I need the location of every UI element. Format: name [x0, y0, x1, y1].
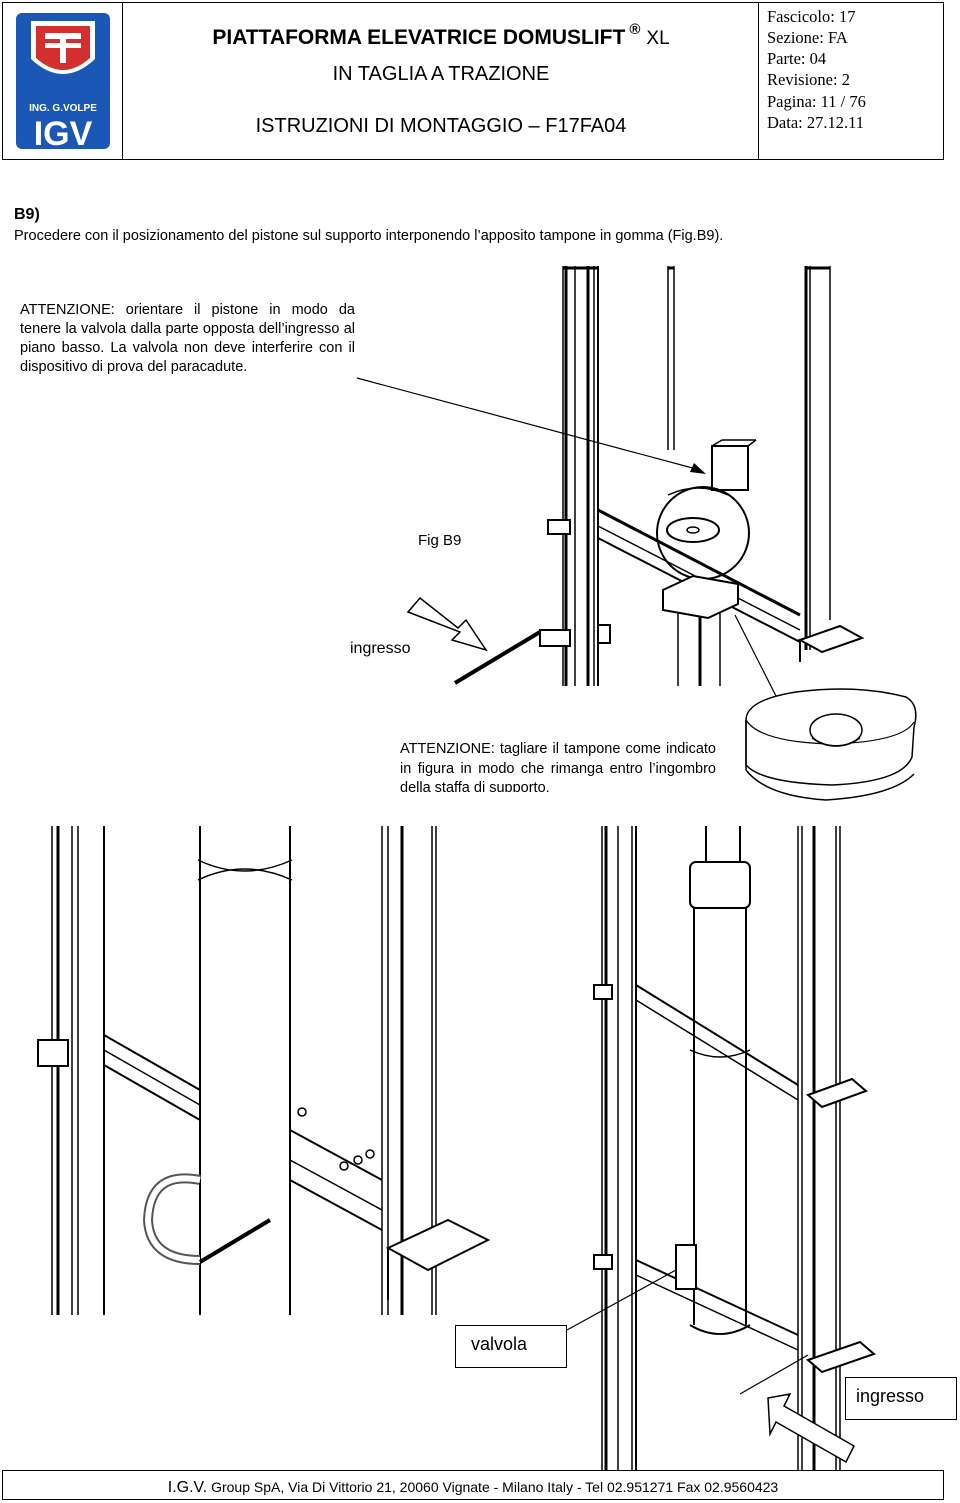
warning-orientation: ATTENZIONE: orientare il pistone in modo…	[20, 302, 355, 375]
meta-pagina: Pagina: 11 / 76	[767, 92, 866, 111]
page-header: ING. G.VOLPE IGV PIATTAFORMA ELEVATRICE …	[2, 2, 944, 160]
document-title: PIATTAFORMA ELEVATRICE DOMUSLIFT®XL	[212, 21, 670, 49]
logo-top-text: ING. G.VOLPE	[29, 103, 97, 114]
logo-cell: ING. G.VOLPE IGV	[3, 3, 123, 159]
footer-company: I.G.V.	[167, 1479, 208, 1496]
meta-fascicolo: Fascicolo: 17	[767, 7, 856, 26]
warning-cut-pad: ATTENZIONE: tagliare il tampone come ind…	[400, 741, 716, 792]
footer-address: Group SpA, Via Di Vittorio 21, 20060 Vig…	[207, 1479, 779, 1495]
meta-sezione: Sezione: FA	[767, 28, 848, 47]
logo-brand: IGV	[34, 115, 93, 153]
document-subtitle: IN TAGLIA A TRAZIONE	[332, 63, 550, 85]
meta-data: Data: 27.12.11	[767, 113, 864, 132]
title-cell: PIATTAFORMA ELEVATRICE DOMUSLIFT®XL IN T…	[123, 3, 759, 159]
igv-logo: ING. G.VOLPE IGV	[16, 13, 110, 153]
section-heading: B9)	[14, 206, 40, 223]
page-footer: I.G.V. Group SpA, Via Di Vittorio 21, 20…	[2, 1470, 944, 1500]
label-ingresso-top: ingresso	[350, 640, 411, 657]
figure-label: Fig B9	[418, 532, 462, 549]
instructions-title: ISTRUZIONI DI MONTAGGIO – F17FA04	[255, 115, 627, 137]
meta-parte: Parte: 04	[767, 49, 827, 68]
document-meta: Fascicolo: 17 Sezione: FA Parte: 04 Revi…	[759, 3, 943, 159]
label-ingresso-bottom: ingresso	[845, 1377, 957, 1420]
section-text: Procedere con il posizionamento del pist…	[14, 228, 724, 244]
meta-revisione: Revisione: 2	[767, 70, 850, 89]
footer-company-info: I.G.V. Group SpA, Via Di Vittorio 21, 20…	[3, 1479, 943, 1497]
label-valvola: valvola	[455, 1325, 567, 1368]
